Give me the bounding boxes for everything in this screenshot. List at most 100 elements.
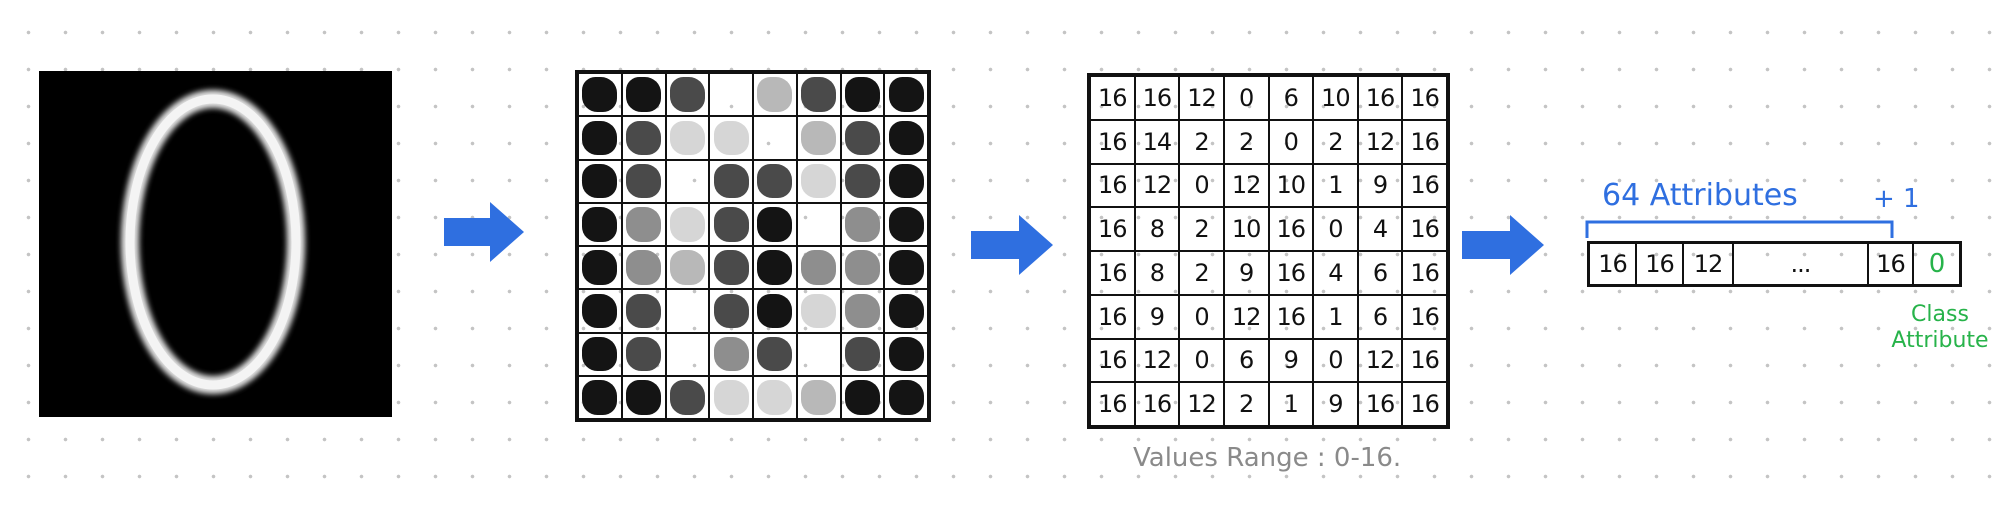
shade-fill [844,380,880,415]
shade-fill [801,380,837,415]
matrix-cell: 12 [1357,338,1403,383]
matrix-cell: 16 [1090,251,1135,295]
matrix-cell: 16 [1090,163,1135,208]
shade-cell [578,246,622,290]
shade-cell [578,202,622,246]
shade-cell [753,116,797,160]
shade-cell [665,332,710,376]
shade-fill [801,163,837,199]
matrix-cell: 8 [1134,251,1180,295]
shade-fill [844,77,880,112]
arrow-right-icon [1462,215,1544,275]
matrix-cell: 0 [1313,207,1358,251]
shade-fill [669,77,705,112]
matrix-cell: 4 [1313,251,1358,295]
matrix-cell: 16 [1402,163,1447,208]
matrix-cell: 0 [1268,119,1314,164]
shade-cell [753,332,797,376]
shade-fill [582,293,618,329]
shade-cell [621,202,666,246]
shade-fill [582,250,618,285]
shade-cell [665,159,710,203]
shade-cell [753,202,797,246]
shade-cell [840,73,885,117]
shade-fill [626,77,662,112]
shade-fill [888,163,924,199]
shade-fill [713,250,749,285]
shade-cell [753,159,797,203]
shade-cell [709,116,753,160]
matrix-cell: 14 [1134,119,1180,164]
shade-cell [753,289,797,333]
matrix-cell: 16 [1402,76,1447,120]
shade-cell [578,116,622,160]
shade-cell [709,289,753,333]
shade-cell [840,202,885,246]
shade-fill [801,120,837,156]
attribute-cell: 16 [1637,244,1684,284]
shade-cell [840,375,885,419]
shade-cell [578,159,622,203]
shade-fill [582,120,618,156]
shade-fill [757,77,793,112]
shade-fill [713,163,749,199]
shade-fill [844,163,880,199]
attribute-cell: 12 [1684,244,1734,284]
shade-cell [840,159,885,203]
shade-cell [578,332,622,376]
shade-fill [757,207,793,242]
shade-fill [626,380,662,415]
attribute-cell: 16 [1590,244,1637,284]
shade-cell [621,375,666,419]
shade-cell [621,116,666,160]
digit-zero-image [39,71,392,417]
shade-cell [796,202,841,246]
shade-fill [757,293,793,329]
matrix-cell: 6 [1357,294,1403,339]
matrix-cell: 16 [1268,294,1314,339]
shade-cell [578,73,622,117]
matrix-cell: 2 [1313,119,1358,164]
shade-cell [578,375,622,419]
matrix-cell: 2 [1179,119,1224,164]
matrix-cell: 16 [1090,207,1135,251]
shade-cell [709,246,753,290]
shade-cell [884,375,928,419]
matrix-cell: 1 [1313,163,1358,208]
shade-fill [669,120,705,156]
arrow-right-icon [444,202,524,262]
shade-cell [709,375,753,419]
shade-fill [626,120,662,156]
shade-fill [713,120,749,156]
matrix-cell: 9 [1268,338,1314,383]
attributes-title: 64 Attributes [1602,178,1798,213]
matrix-cell: 9 [1313,382,1358,426]
shade-cell [621,246,666,290]
arrow-shape [971,215,1053,275]
shade-fill [757,336,793,372]
shade-fill [757,380,793,415]
shade-fill [582,336,618,372]
matrix-cell: 6 [1357,251,1403,295]
matrix-cell: 12 [1179,382,1224,426]
shade-fill [757,163,793,199]
shade-fill [844,293,880,329]
shade-fill [801,77,837,112]
matrix-cell: 0 [1179,294,1224,339]
plus-one-label: + 1 [1873,184,1920,214]
shade-cell [796,246,841,290]
shade-cell [709,332,753,376]
shade-fill [844,207,880,242]
shade-fill [888,207,924,242]
matrix-cell: 16 [1402,119,1447,164]
shade-cell [578,289,622,333]
matrix-cell: 10 [1313,76,1358,120]
shade-cell [665,73,710,117]
matrix-cell: 16 [1357,76,1403,120]
matrix-cell: 10 [1268,163,1314,208]
matrix-cell: 16 [1134,76,1180,120]
matrix-cell: 2 [1223,119,1269,164]
shade-fill [888,250,924,285]
class-label-line-1: Class [1911,302,1969,327]
